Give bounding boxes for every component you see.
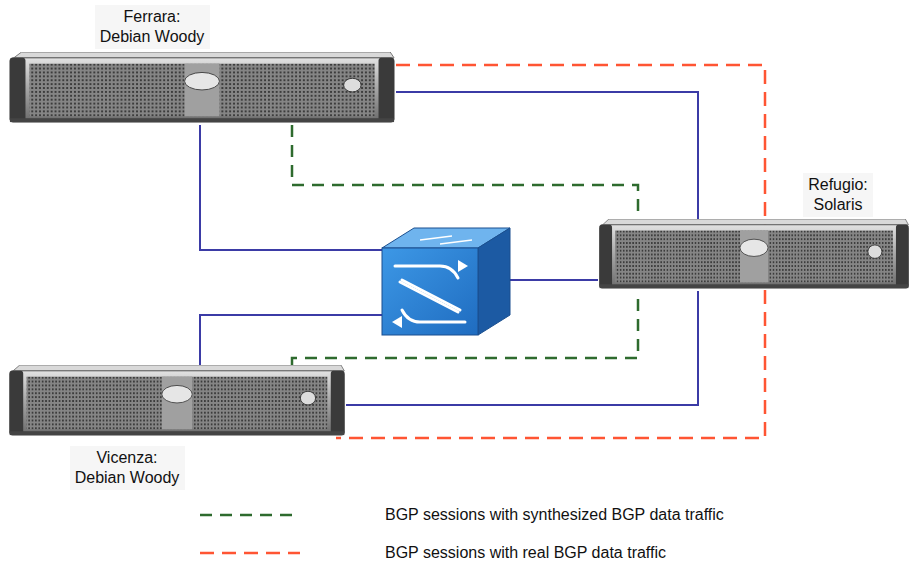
server-label: Refugio: Solaris xyxy=(807,175,869,215)
session-line xyxy=(292,125,638,219)
legend-line xyxy=(200,514,300,517)
link-wire xyxy=(200,125,382,250)
legend-line xyxy=(200,552,300,555)
legend-sample xyxy=(195,541,305,565)
server-label: Vicenza: Debian Woody xyxy=(74,448,181,488)
server-picture xyxy=(8,52,396,125)
server-node: Vicenza: Debian Woody xyxy=(8,365,346,438)
legend-text: BGP sessions with real BGP data traffic xyxy=(385,543,666,563)
legend-text: BGP sessions with synthesized BGP data t… xyxy=(385,505,724,525)
label-plate: Vicenza: Debian Woody xyxy=(70,446,185,490)
server-node: Ferrara: Debian Woody xyxy=(8,52,396,125)
session-line xyxy=(292,291,638,365)
server-label: Ferrara: Debian Woody xyxy=(99,7,206,47)
server-picture xyxy=(598,219,910,291)
server-picture xyxy=(8,365,346,438)
label-plate: Refugio: Solaris xyxy=(803,173,873,217)
server-node: Refugio: Solaris xyxy=(598,219,910,291)
switch-icon xyxy=(382,228,510,335)
link-wire xyxy=(510,279,598,281)
label-plate: Ferrara: Debian Woody xyxy=(95,5,210,49)
legend-sample xyxy=(195,503,305,527)
session-line xyxy=(396,92,698,219)
session-line xyxy=(346,291,698,405)
